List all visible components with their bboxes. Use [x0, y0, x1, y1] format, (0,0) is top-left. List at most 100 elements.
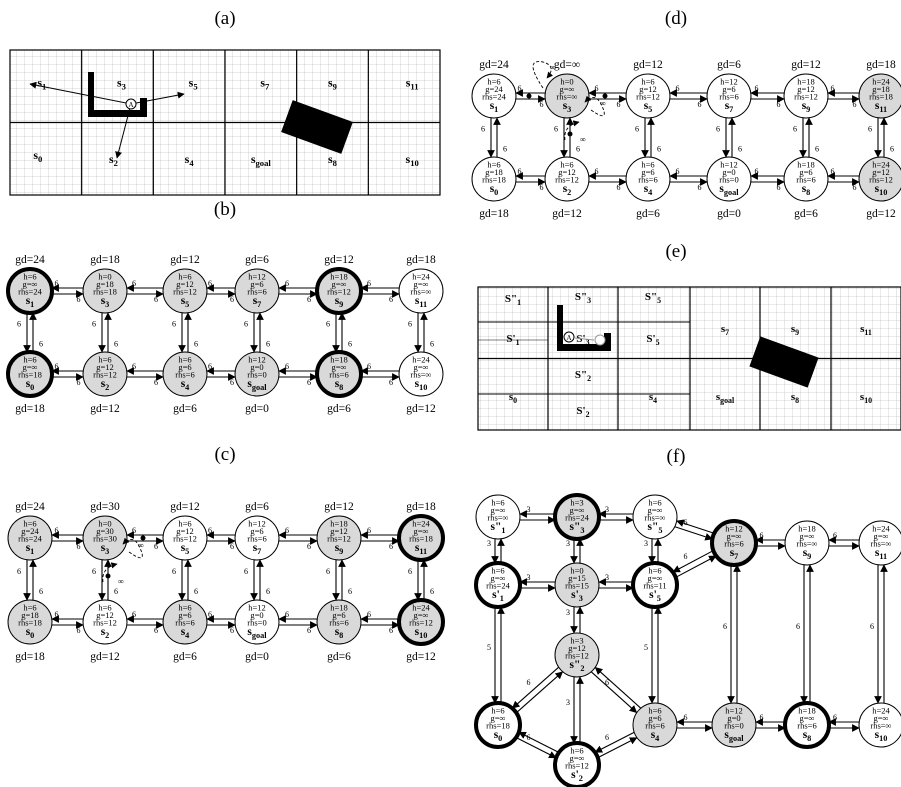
node-rhs-value: rhs=12 — [409, 618, 433, 628]
grid-a-cell-label: s11 — [406, 75, 419, 91]
edge-cost: 6 — [17, 320, 21, 329]
edge-cost: 6 — [132, 610, 136, 619]
node-rhs-value: rhs=18 — [482, 175, 506, 185]
node-rhs-value: rhs=6 — [175, 618, 194, 628]
node-name: s8 — [335, 378, 344, 392]
node-g-value: g=12 — [558, 167, 576, 177]
edge-cost: 6 — [194, 340, 198, 349]
edge-cost: 6 — [132, 526, 136, 535]
edge-cost: 6 — [114, 587, 118, 596]
subfigure-label-b: (b) — [214, 199, 236, 220]
gd-top-label: gd=30 — [90, 501, 120, 513]
edge-cost: 6 — [154, 295, 158, 304]
edge-cost: 6 — [389, 295, 393, 304]
node-g-value: g=18 — [21, 610, 39, 620]
edge-cost: 6 — [285, 362, 289, 371]
edge-cost: 6 — [853, 183, 857, 192]
edge-cost: 6 — [244, 320, 248, 329]
edge-cost: 6 — [230, 378, 234, 387]
node-h-value: h=12 — [720, 160, 738, 170]
edge-arrow — [511, 666, 559, 709]
node-g-value: g=6 — [648, 713, 661, 723]
edge-cost: 6 — [605, 678, 609, 687]
edge-cost: 6 — [605, 733, 609, 742]
edge-cost: 6 — [307, 295, 311, 304]
edge-cost: 6 — [208, 362, 212, 371]
node-g-value: g=24 — [21, 526, 39, 536]
node-g-value: g=∞ — [413, 610, 428, 620]
node-h-value: h=18 — [330, 519, 348, 529]
gd-bottom-label: gd=18 — [15, 403, 45, 415]
edge-cost: 6 — [194, 587, 198, 596]
graph-node: h=3g=∞rhs=24s"3 — [553, 493, 601, 541]
grid-a-cell-label: s10 — [406, 152, 419, 168]
edge-cost: 6 — [676, 84, 680, 93]
edge-cost: 6 — [793, 125, 797, 134]
gd-top-label: gd=18 — [406, 254, 436, 266]
node-h-value: h=6 — [178, 519, 191, 529]
grid-e-cell-label: S'5 — [646, 333, 659, 347]
edge-cost: 6 — [285, 610, 289, 619]
node-rhs-value: rhs=∞ — [487, 513, 508, 523]
edge-cost: 6 — [684, 552, 688, 561]
edge-cost: 6 — [831, 84, 835, 93]
node-name: s10 — [415, 626, 428, 640]
node-name: sgoal — [724, 729, 744, 743]
gd-top-label: gd=12 — [324, 254, 354, 266]
node-rhs-value: rhs=12 — [794, 92, 818, 102]
edge-cost: 6 — [684, 713, 688, 722]
edge-cost: 6 — [684, 518, 688, 527]
gd-bottom-label: gd=0 — [717, 208, 741, 220]
grid-a-cell-label: s5 — [189, 75, 198, 91]
edge-cost: 3 — [566, 608, 570, 617]
graph-node: h=18g=∞rhs=6s8 — [315, 350, 363, 398]
edge-cost: 6 — [576, 145, 580, 154]
edge-cost: 6 — [853, 100, 857, 109]
node-g-value: g=∞ — [559, 84, 574, 94]
gd-top-label: gd=18 — [406, 501, 436, 513]
node-name: s"3 — [569, 521, 584, 535]
node-g-value: g=12 — [797, 84, 815, 94]
node-rhs-value: rhs=12 — [555, 175, 579, 185]
grid-a-cell-label: s9 — [328, 75, 337, 91]
gd-top-label: gd=18 — [90, 254, 120, 266]
node-rhs-value: rhs=12 — [869, 175, 893, 185]
node-h-value: h=6 — [98, 603, 111, 613]
grid-a-cell-label: s4 — [185, 152, 195, 168]
node-h-value: h=6 — [23, 519, 36, 529]
node-name: s4 — [181, 378, 190, 392]
grid-e-cell-label: s0 — [509, 391, 517, 405]
node-name: s7 — [253, 542, 262, 556]
edge-cost: 6 — [408, 320, 412, 329]
edge-cost-inf: ∞ — [600, 99, 606, 108]
subfigure-label-e: (e) — [665, 241, 686, 262]
graph-node: h=6g=∞rhs=∞s"1 — [475, 494, 521, 540]
node-name: s4 — [181, 626, 190, 640]
edge-cost: 6 — [77, 626, 81, 635]
node-name: s"5 — [647, 521, 662, 535]
edge-cost: 6 — [833, 713, 837, 722]
graph-node: h=24g=∞rhs=∞s11 — [398, 268, 444, 314]
node-name: s0 — [490, 183, 499, 197]
edge-cost: 6 — [285, 526, 289, 535]
node-h-value: h=6 — [648, 566, 661, 576]
edge-cost: 6 — [430, 340, 434, 349]
node-h-value: h=6 — [23, 355, 36, 365]
edge-cost: 6 — [755, 167, 759, 176]
node-h-value: h=24 — [412, 272, 430, 282]
node-rhs-value: rhs=24 — [18, 287, 42, 297]
node-g-value: g=18 — [872, 84, 890, 94]
node-h-value: h=6 — [487, 160, 500, 170]
edge-cost: 6 — [408, 567, 412, 576]
agent-ghost-marker — [594, 334, 606, 346]
edge-cost: 3 — [605, 573, 609, 582]
node-h-value: h=6 — [641, 77, 654, 87]
node-name: s11 — [415, 542, 427, 556]
gd-bottom-label: gd=18 — [15, 651, 45, 663]
